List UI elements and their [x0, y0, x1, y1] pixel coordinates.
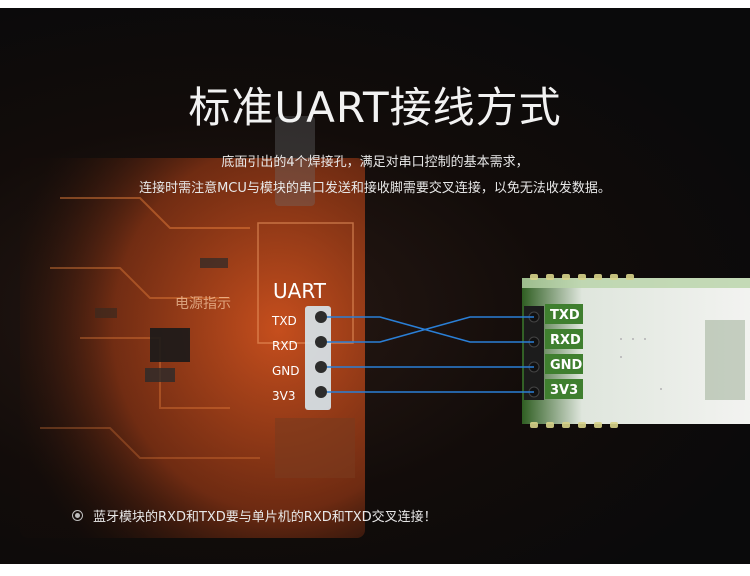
bluetooth-module: TXD RXD GND 3V3	[522, 274, 750, 428]
wiring-note: 蓝牙模块的RXD和TXD要与单片机的RXD和TXD交叉连接！	[72, 506, 437, 525]
description: 底面引出的4个焊接孔，满足对串口控制的基本需求， 连接时需注意MCU与模块的串口…	[0, 150, 750, 202]
description-line-1: 底面引出的4个焊接孔，满足对串口控制的基本需求，	[221, 155, 529, 170]
module-pin-txd-label: TXD	[550, 308, 580, 323]
power-indicator-label: 电源指示	[175, 296, 231, 312]
description-line-2: 连接时需注意MCU与模块的串口发送和接收脚需要交叉连接，以免无法收发数据。	[139, 181, 611, 196]
bullet-icon	[72, 510, 83, 521]
wiring	[327, 316, 534, 393]
board-header: TXD RXD GND 3V3	[271, 306, 331, 410]
board-pin-rxd-label: RXD	[272, 339, 298, 353]
wiring-note-text: 蓝牙模块的RXD和TXD要与单片机的RXD和TXD交叉连接！	[93, 510, 437, 525]
board-pin-gnd-label: GND	[272, 364, 300, 378]
board-pin-3v3	[315, 386, 327, 398]
module-pin-3v3-label: 3V3	[550, 383, 578, 398]
board-uart-label: UART	[273, 279, 327, 303]
module-pin-gnd-label: GND	[550, 358, 583, 373]
module-pin-rxd-label: RXD	[550, 333, 581, 348]
wire-rxd-to-txd	[327, 316, 534, 343]
board-pin-3v3-label: 3V3	[272, 389, 295, 403]
wiring-illustration: 电源指示 UART TXD RXD GND 3V3	[20, 116, 750, 538]
top-border	[0, 0, 750, 8]
board-pin-gnd	[315, 361, 327, 373]
bottom-border	[0, 564, 750, 576]
mcu-board: 电源指示 UART	[20, 116, 365, 538]
board-pin-rxd	[315, 336, 327, 348]
board-pin-txd	[315, 311, 327, 323]
page-title: 标准UART接线方式	[188, 83, 562, 132]
hero-stage: 电源指示 UART TXD RXD GND 3V3	[0, 8, 750, 564]
board-pin-txd-label: TXD	[271, 314, 297, 328]
